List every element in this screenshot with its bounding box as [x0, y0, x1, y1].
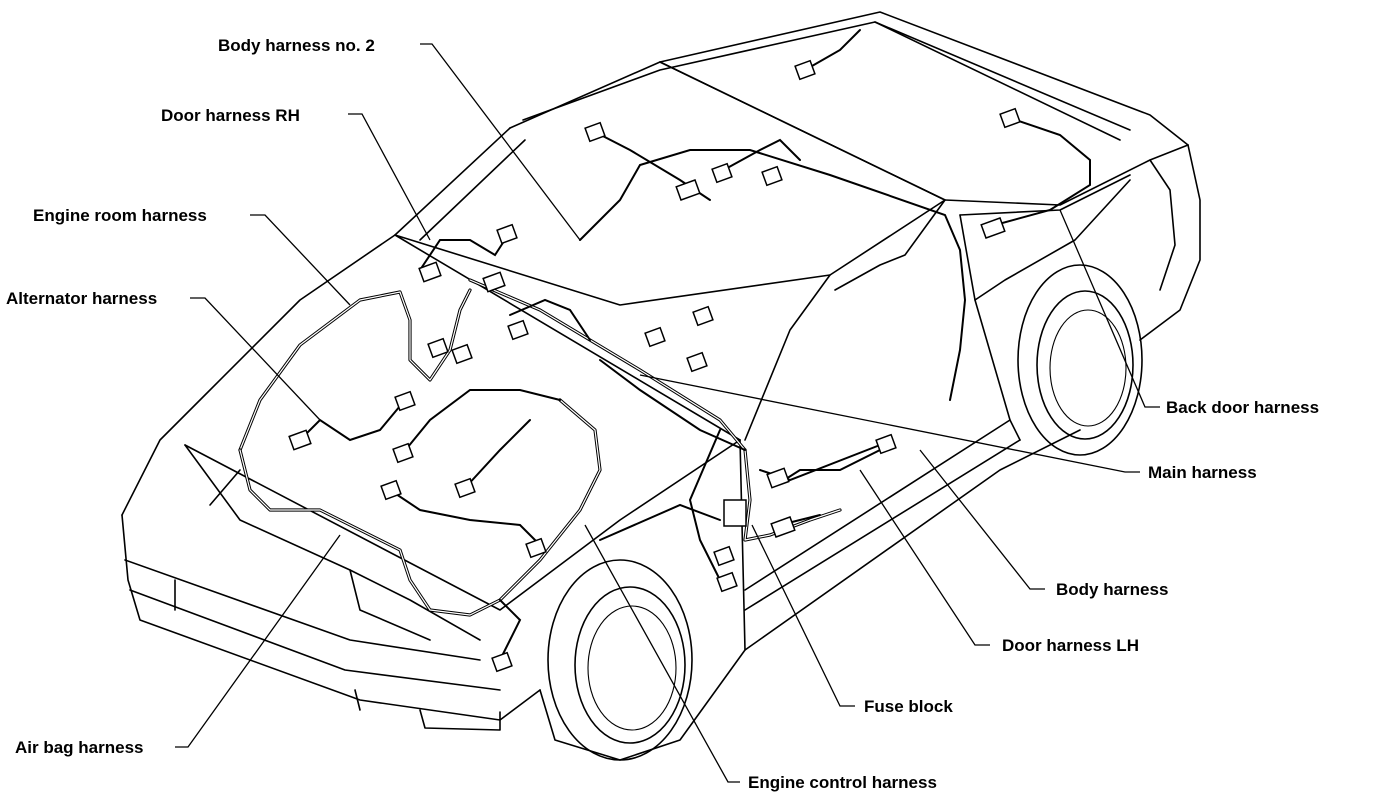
connector	[716, 571, 738, 593]
connector	[644, 326, 666, 348]
connector	[692, 305, 714, 327]
leader-door-harness-rh	[348, 113, 431, 241]
leader-air-bag-harness	[175, 534, 341, 748]
connector	[482, 271, 506, 293]
alternator-harness-path	[299, 399, 406, 442]
connector	[794, 59, 816, 81]
leader-main-harness	[639, 374, 1140, 473]
connector	[392, 442, 414, 464]
label-body-harness-no2: Body harness no. 2	[218, 36, 375, 55]
label-air-bag-harness: Air bag harness	[15, 738, 144, 757]
label-engine-room-harness: Engine room harness	[33, 206, 207, 225]
engine-control-harness-path	[389, 389, 561, 546]
door-harness-rh-path	[419, 234, 509, 271]
label-engine-control-harness: Engine control harness	[748, 773, 937, 792]
connector	[711, 162, 733, 184]
back-door-harness-path	[804, 29, 1091, 226]
rear-wheel	[1017, 264, 1143, 456]
body-harness-no2-path	[509, 131, 967, 401]
connector	[454, 477, 476, 499]
harness-labels: Body harness no. 2 Door harness RH Engin…	[6, 36, 1319, 792]
label-main-harness: Main harness	[1148, 463, 1257, 482]
front-wheel	[547, 559, 693, 761]
label-fuse-block: Fuse block	[864, 697, 953, 716]
connector	[875, 433, 897, 455]
label-body-harness: Body harness	[1056, 580, 1168, 599]
leader-engine-room-harness	[250, 214, 351, 306]
connector	[525, 537, 547, 559]
connectors	[288, 59, 1021, 673]
connector	[999, 107, 1021, 129]
fuse-block-shape	[723, 499, 747, 527]
leader-back-door-harness	[1059, 209, 1160, 408]
leader-lines	[175, 43, 1160, 783]
label-alternator-harness: Alternator harness	[6, 289, 157, 308]
connector	[491, 651, 513, 673]
connector	[675, 179, 701, 201]
leader-fuse-block	[751, 524, 855, 707]
connector	[418, 261, 442, 283]
connector	[766, 467, 790, 489]
connector	[761, 165, 783, 187]
connector	[380, 479, 402, 501]
connector	[584, 121, 606, 143]
connector	[394, 390, 416, 412]
connector	[507, 319, 529, 341]
connector	[427, 337, 449, 359]
leader-engine-control-harness	[584, 524, 740, 783]
connector	[686, 351, 708, 373]
leader-body-harness	[919, 449, 1045, 590]
connector	[770, 516, 796, 538]
label-door-harness-lh: Door harness LH	[1002, 636, 1139, 655]
air-bag-harness-path	[499, 599, 522, 661]
connector	[288, 429, 312, 451]
leader-body-harness-no2	[420, 43, 581, 241]
connector	[496, 223, 518, 245]
connector	[980, 217, 1006, 239]
connector	[451, 343, 473, 365]
leader-alternator-harness	[190, 297, 321, 421]
leader-door-harness-lh	[859, 469, 990, 646]
label-back-door-harness: Back door harness	[1166, 398, 1319, 417]
connector	[713, 545, 735, 567]
main-harness-path	[468, 278, 842, 542]
label-door-harness-rh: Door harness RH	[161, 106, 300, 125]
engine-room-harness-path	[238, 288, 602, 617]
